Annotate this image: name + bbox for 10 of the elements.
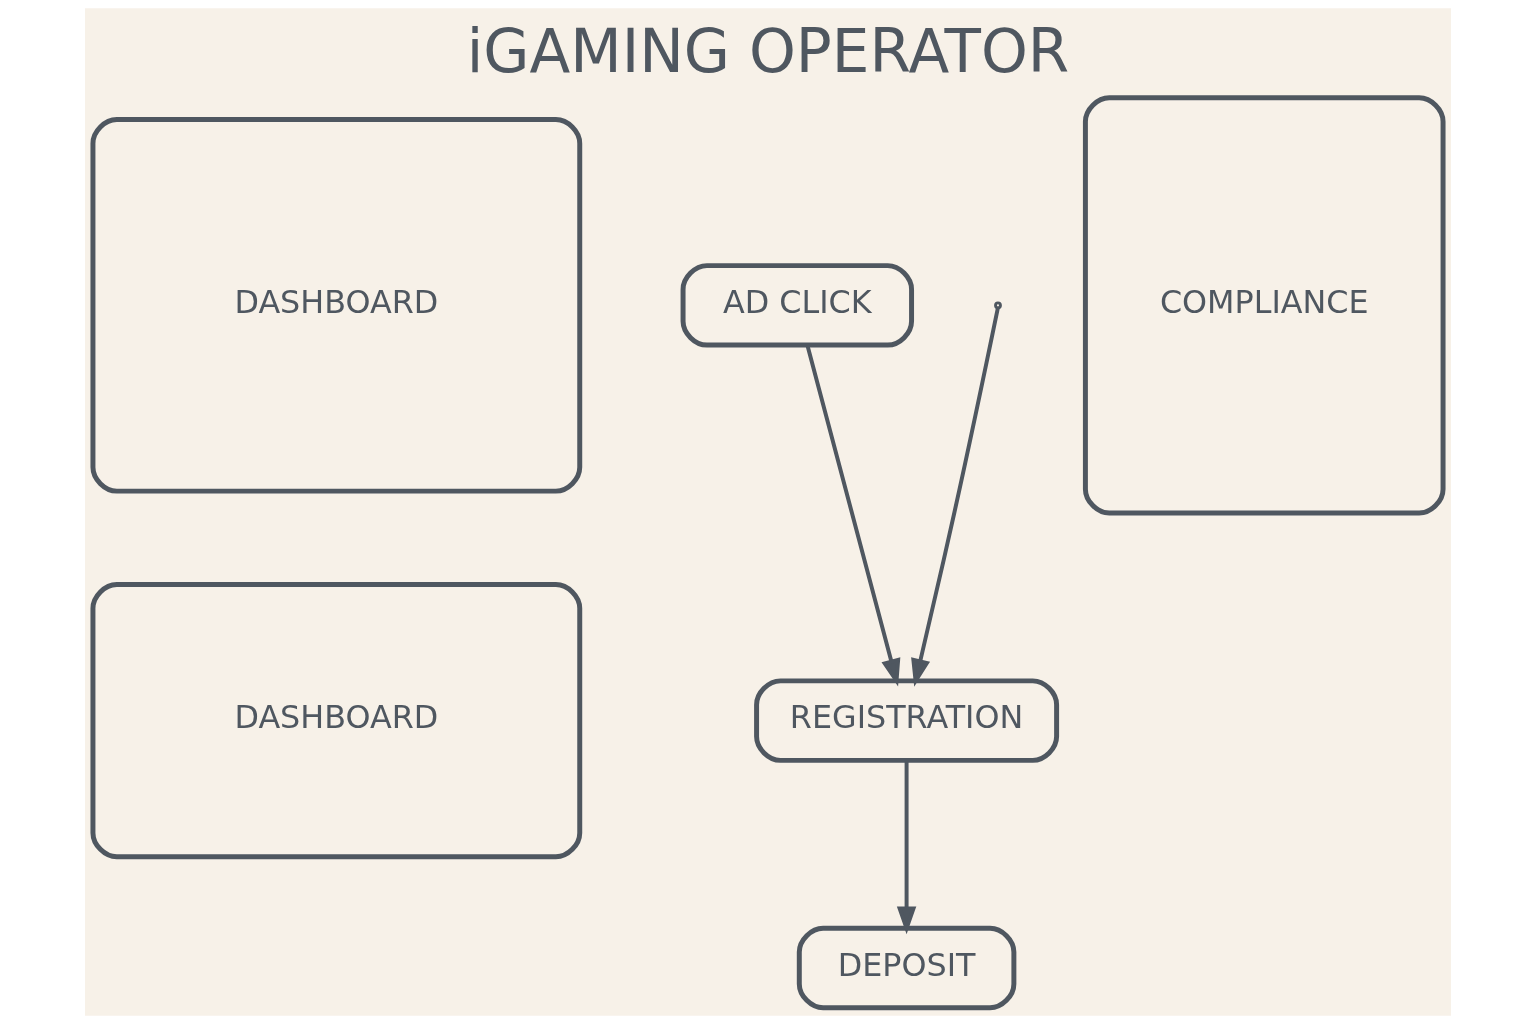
arrow <box>896 760 917 935</box>
node-box: COMPLIANCE <box>1082 95 1446 516</box>
node-box: DASHBOARD <box>90 582 583 860</box>
node-box: DASHBOARD <box>90 117 583 494</box>
arrow <box>911 307 1000 687</box>
diagram-title: iGAMING OPERATOR <box>466 16 1070 86</box>
arrow <box>805 344 901 687</box>
node-box: DEPOSIT <box>796 925 1017 1011</box>
node-box: AD CLICK <box>680 263 915 348</box>
node-box: REGISTRATION <box>754 678 1060 763</box>
